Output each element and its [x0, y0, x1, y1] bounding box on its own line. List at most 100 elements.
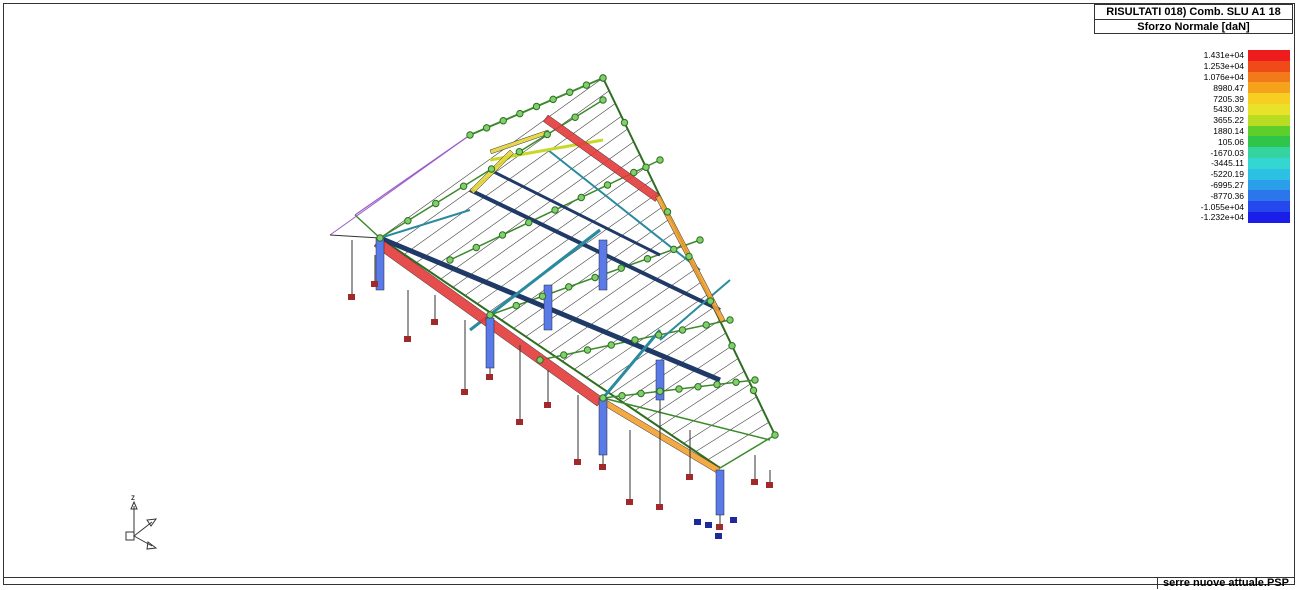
node-marker — [599, 96, 607, 104]
legend-entry: -8770.36 — [1180, 190, 1290, 202]
legend-entry: 105.06 — [1180, 136, 1290, 148]
axis-origin — [125, 531, 135, 541]
legend-entry: -3445.11 — [1180, 157, 1290, 169]
tension-force-band — [543, 114, 661, 202]
legend-entry: 7205.39 — [1180, 93, 1290, 104]
legend-value: 3655.22 — [1213, 115, 1244, 126]
legend-swatch — [1248, 211, 1290, 223]
support-marker — [716, 524, 723, 530]
fixed-support — [730, 517, 737, 523]
footer-divider — [3, 577, 1295, 578]
legend-swatch — [1248, 60, 1290, 72]
node-marker — [571, 113, 579, 121]
purlin — [440, 141, 634, 280]
node-marker — [728, 342, 736, 350]
node-marker — [607, 341, 615, 349]
column-force-band — [485, 317, 495, 369]
support-marker — [599, 464, 606, 470]
legend-swatch — [1248, 157, 1290, 169]
legend-entry: 1.253e+04 — [1180, 60, 1290, 72]
legend-swatch — [1248, 147, 1290, 158]
node-marker — [618, 392, 626, 400]
purlin — [574, 281, 702, 370]
legend-value: -1.232e+04 — [1200, 212, 1244, 223]
column-force-band — [598, 239, 608, 291]
node-marker — [617, 264, 625, 272]
node-marker — [482, 124, 491, 132]
purlin — [586, 294, 708, 378]
node-marker — [675, 385, 683, 393]
legend-value: -1670.03 — [1210, 147, 1244, 158]
support-marker — [461, 389, 468, 395]
legend-value: 7205.39 — [1213, 93, 1244, 104]
node-marker — [536, 356, 544, 364]
legend-value: 105.06 — [1218, 136, 1244, 147]
fixed-support — [705, 522, 712, 528]
compression-beam — [469, 188, 721, 312]
support-marker — [751, 479, 758, 485]
legend-swatch — [1248, 179, 1290, 191]
legend-entry: -1.232e+04 — [1180, 211, 1290, 223]
node-marker — [751, 376, 759, 384]
legend-value: -3445.11 — [1211, 158, 1244, 169]
roof-edge — [719, 434, 776, 469]
node-marker — [538, 292, 547, 300]
fixed-support — [694, 519, 701, 525]
legend-value: 5430.30 — [1213, 104, 1244, 115]
legend-entry: 8980.47 — [1180, 82, 1290, 94]
result-title: RISULTATI 018) Comb. SLU A1 18 — [1106, 6, 1281, 18]
node-marker — [516, 109, 524, 118]
node-marker — [694, 383, 702, 391]
node-marker — [685, 252, 693, 261]
node-marker — [656, 156, 664, 164]
node-marker — [566, 88, 574, 96]
node-marker — [656, 387, 664, 395]
purlin — [549, 256, 690, 354]
purlin — [379, 77, 604, 239]
node-marker — [432, 199, 440, 208]
node-marker — [726, 316, 734, 324]
node-marker — [486, 311, 494, 319]
node-marker — [696, 236, 704, 244]
legend-swatch — [1248, 168, 1290, 180]
support-marker — [656, 504, 663, 510]
bracing — [329, 134, 471, 236]
node-marker — [404, 217, 412, 225]
legend-value: -5220.19 — [1210, 169, 1244, 180]
support-marker — [544, 402, 551, 408]
node-marker — [525, 218, 533, 227]
column-force-band — [598, 397, 608, 456]
node-marker — [655, 331, 663, 339]
axis-triad: z — [125, 493, 158, 550]
legend-swatch — [1248, 50, 1290, 61]
purlin — [707, 421, 770, 461]
diagonal-member — [659, 279, 731, 341]
node-marker — [560, 351, 568, 359]
compression-beam — [489, 168, 661, 257]
legend-swatch — [1248, 190, 1290, 202]
purlin — [561, 269, 696, 362]
node-marker — [713, 380, 721, 389]
support-marker — [516, 419, 523, 425]
legend-value: 1880.14 — [1213, 125, 1244, 136]
support-marker — [371, 281, 378, 287]
support-marker — [486, 374, 493, 380]
fixed-support — [715, 533, 722, 539]
node-marker — [678, 326, 687, 334]
purlin — [671, 383, 751, 436]
z-axis-arrow — [130, 500, 138, 510]
legend-swatch — [1248, 82, 1290, 94]
support-marker — [574, 459, 581, 465]
purlin — [659, 370, 745, 428]
result-title-box: RISULTATI 018) Comb. SLU A1 18 Sforzo No… — [1094, 4, 1293, 34]
node-marker — [643, 255, 652, 263]
node-marker — [702, 321, 710, 329]
node-marker — [498, 231, 507, 239]
purlin — [537, 243, 684, 346]
viewport-frame — [3, 3, 1295, 585]
legend-entry: 1.431e+04 — [1180, 50, 1290, 61]
support-marker — [431, 319, 438, 325]
legend-swatch — [1248, 201, 1290, 212]
legend-value: -6995.27 — [1210, 179, 1244, 190]
